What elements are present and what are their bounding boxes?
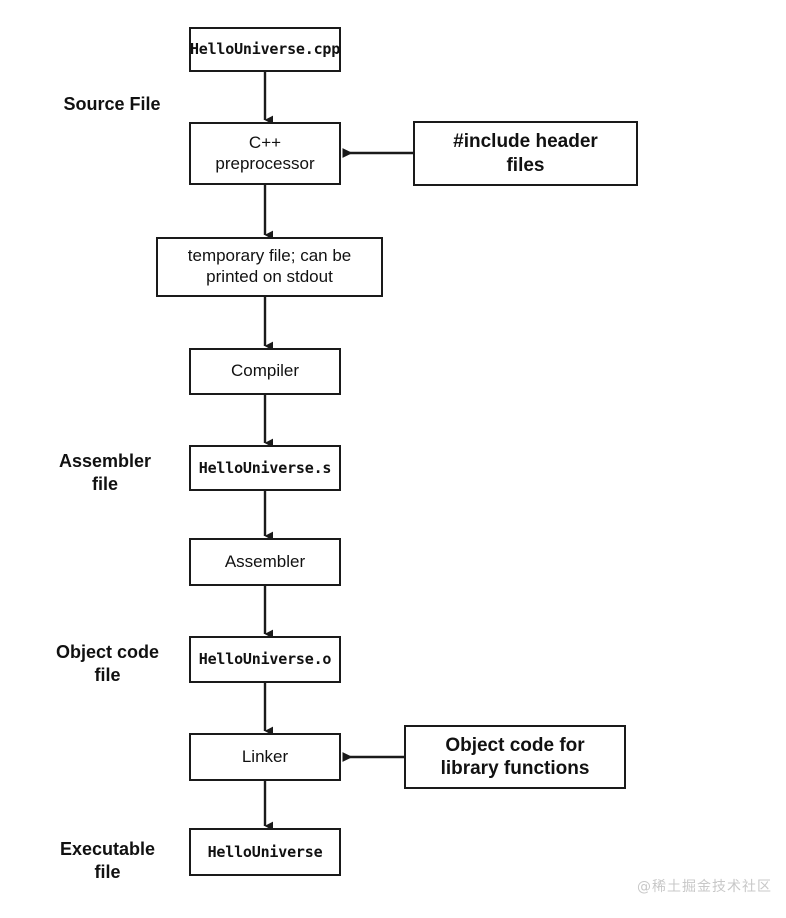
- node-label-asm-file: HelloUniverse.s: [198, 458, 332, 477]
- node-label-preprocessor: C++ preprocessor: [215, 132, 315, 173]
- node-include-headers: #include header files: [413, 121, 638, 186]
- node-assembler: Assembler: [189, 538, 341, 586]
- node-compiler: Compiler: [189, 348, 341, 395]
- node-executable: HelloUniverse: [189, 828, 341, 876]
- node-preprocessor: C++ preprocessor: [189, 122, 341, 185]
- node-label-executable: HelloUniverse: [207, 842, 323, 861]
- node-label-temp-file: temporary file; can be printed on stdout: [187, 246, 352, 286]
- watermark: @稀土掘金技术社区: [637, 879, 772, 895]
- stage-label-assembler-file: Assembler file: [58, 451, 152, 495]
- node-label-include-headers: #include header files: [453, 131, 598, 176]
- node-library-objects: Object code for library functions: [404, 725, 626, 789]
- node-object-file: HelloUniverse.o: [189, 636, 341, 683]
- node-label-library-objects: Object code for library functions: [440, 734, 590, 779]
- node-linker: Linker: [189, 733, 341, 781]
- node-asm-file: HelloUniverse.s: [189, 445, 341, 491]
- node-label-assembler: Assembler: [224, 551, 306, 571]
- node-label-object-file: HelloUniverse.o: [198, 650, 332, 669]
- node-source-cpp: HelloUniverse.cpp: [189, 27, 341, 72]
- node-label-source-cpp: HelloUniverse.cpp: [189, 40, 341, 59]
- node-temp-file: temporary file; can be printed on stdout: [156, 237, 383, 297]
- node-label-linker: Linker: [241, 746, 289, 766]
- node-label-compiler: Compiler: [230, 361, 300, 381]
- stage-label-object-code-file: Object code file: [55, 642, 160, 686]
- stage-label-source-file: Source File: [63, 94, 161, 114]
- stage-label-executable-file: Executable file: [59, 839, 156, 883]
